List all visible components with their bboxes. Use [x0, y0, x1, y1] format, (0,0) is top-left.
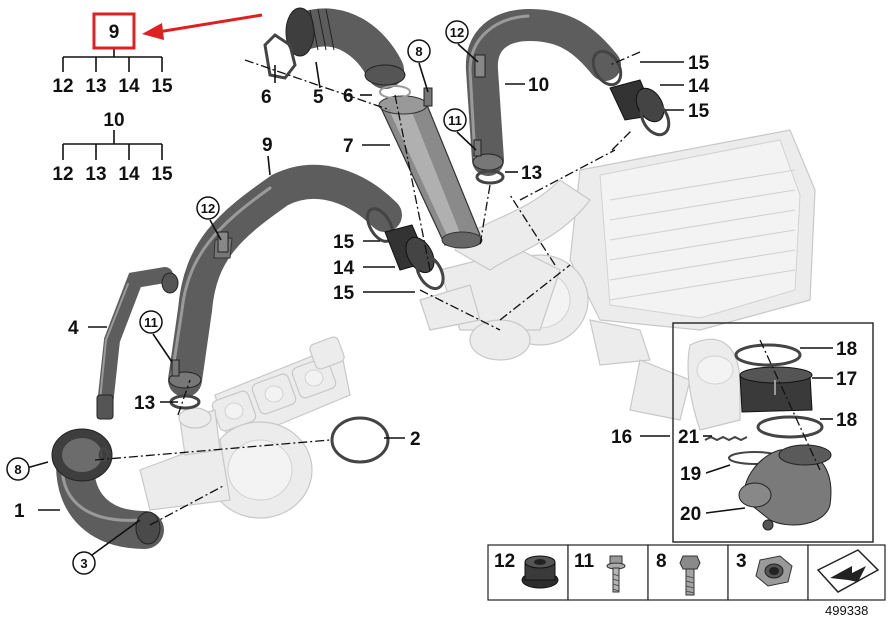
intercooler-ghost	[569, 129, 816, 421]
callout-8b[interactable]: 8	[415, 44, 422, 59]
callout-11a[interactable]: 11	[144, 315, 158, 330]
parts-legend: 12 11 8 3	[487, 544, 886, 618]
callout-5[interactable]: 5	[313, 87, 324, 108]
highlight-arrow-head	[142, 23, 164, 40]
tree-9-child[interactable]: 12	[52, 76, 73, 97]
tree-9-parent[interactable]: 9	[109, 22, 120, 43]
callout-20[interactable]: 20	[680, 504, 701, 525]
callout-6b[interactable]: 6	[343, 86, 354, 107]
callout-11b[interactable]: 11	[448, 113, 462, 128]
callout-15d[interactable]: 15	[688, 101, 710, 122]
callout-labels: 1 2 3 4 5 6 6 7 8 8 9 10 11 11 12 12 13 …	[6, 20, 857, 575]
callout-2[interactable]: 2	[410, 429, 421, 450]
callout-13b[interactable]: 13	[521, 163, 542, 184]
leader-lines	[22, 43, 833, 556]
callout-9[interactable]: 9	[262, 135, 273, 156]
callout-14b[interactable]: 14	[688, 76, 710, 97]
callout-1[interactable]: 1	[14, 501, 25, 522]
direction-arrow-icon	[816, 549, 880, 593]
part-4-small-hose	[96, 267, 179, 420]
callout-12b[interactable]: 12	[450, 25, 464, 40]
callout-15b[interactable]: 15	[333, 283, 355, 304]
legend-number: 8	[656, 551, 667, 572]
highlight-box	[92, 12, 136, 50]
callout-3[interactable]: 3	[80, 556, 87, 571]
callout-13a[interactable]: 13	[134, 393, 155, 414]
tree-10-child[interactable]: 13	[85, 164, 106, 185]
part-7-pipe	[378, 95, 483, 249]
tree-9-child[interactable]: 15	[151, 76, 173, 97]
diagram-reference-number: 499338	[825, 603, 868, 618]
callout-3-circle	[72, 551, 96, 575]
callout-18b[interactable]: 18	[836, 410, 857, 431]
hex-nut-icon	[755, 555, 793, 587]
callout-7[interactable]: 7	[343, 136, 354, 157]
tree-10-child[interactable]: 15	[151, 164, 173, 185]
part-5-elbow-hose	[285, 7, 406, 89]
callout-12b-circle	[445, 20, 469, 44]
callout-15a[interactable]: 15	[333, 232, 355, 253]
highlight-arrow-shaft	[157, 13, 263, 34]
callout-14a[interactable]: 14	[333, 258, 355, 279]
callout-12a-circle	[196, 196, 220, 220]
tree-10-child[interactable]: 14	[118, 164, 140, 185]
grommet-icon	[521, 555, 559, 589]
ghosted-engine-components	[139, 129, 816, 519]
callout-10[interactable]: 10	[528, 75, 549, 96]
part-10-charge-pipe	[465, 8, 621, 176]
legend-number: 11	[574, 551, 595, 572]
callout-15c[interactable]: 15	[688, 53, 710, 74]
highlight	[92, 12, 263, 50]
callout-12a[interactable]: 12	[201, 201, 215, 216]
legend-number: 3	[736, 551, 747, 572]
callout-18a[interactable]: 18	[836, 339, 857, 360]
callout-8a-circle	[6, 457, 30, 481]
legend-number: 12	[494, 551, 515, 572]
callout-4[interactable]: 4	[68, 318, 79, 339]
inplace-fasteners	[171, 54, 486, 377]
callout-17[interactable]: 17	[836, 369, 857, 390]
callout-21[interactable]: 21	[678, 427, 700, 448]
tree-9-child[interactable]: 14	[118, 76, 140, 97]
upper-turbo-ghost	[419, 179, 591, 361]
assembly-tree-9: 9 12 13 14 15	[52, 22, 173, 97]
callout-8a[interactable]: 8	[14, 462, 21, 477]
tree-9-child[interactable]: 13	[85, 76, 106, 97]
tree-10-parent[interactable]: 10	[103, 110, 124, 131]
hex-bolt-icon	[679, 555, 701, 596]
callout-16[interactable]: 16	[611, 427, 632, 448]
detail-inset	[672, 322, 874, 543]
callout-6a[interactable]: 6	[261, 87, 272, 108]
upper-right-clamps	[591, 49, 671, 137]
part-1-intake-elbow	[51, 428, 164, 549]
collar-bolt-icon	[606, 555, 626, 593]
assembly-tree-10: 10 12 13 14 15	[52, 110, 173, 185]
legend-cell	[567, 544, 649, 601]
callout-19[interactable]: 19	[680, 464, 701, 485]
callout-8b-circle	[407, 39, 431, 63]
lower-turbo-ghost	[139, 407, 313, 519]
callout-11a-circle	[139, 310, 163, 334]
tree-10-child[interactable]: 12	[52, 164, 73, 185]
callout-11b-circle	[443, 108, 467, 132]
assembly-lines	[94, 51, 821, 526]
